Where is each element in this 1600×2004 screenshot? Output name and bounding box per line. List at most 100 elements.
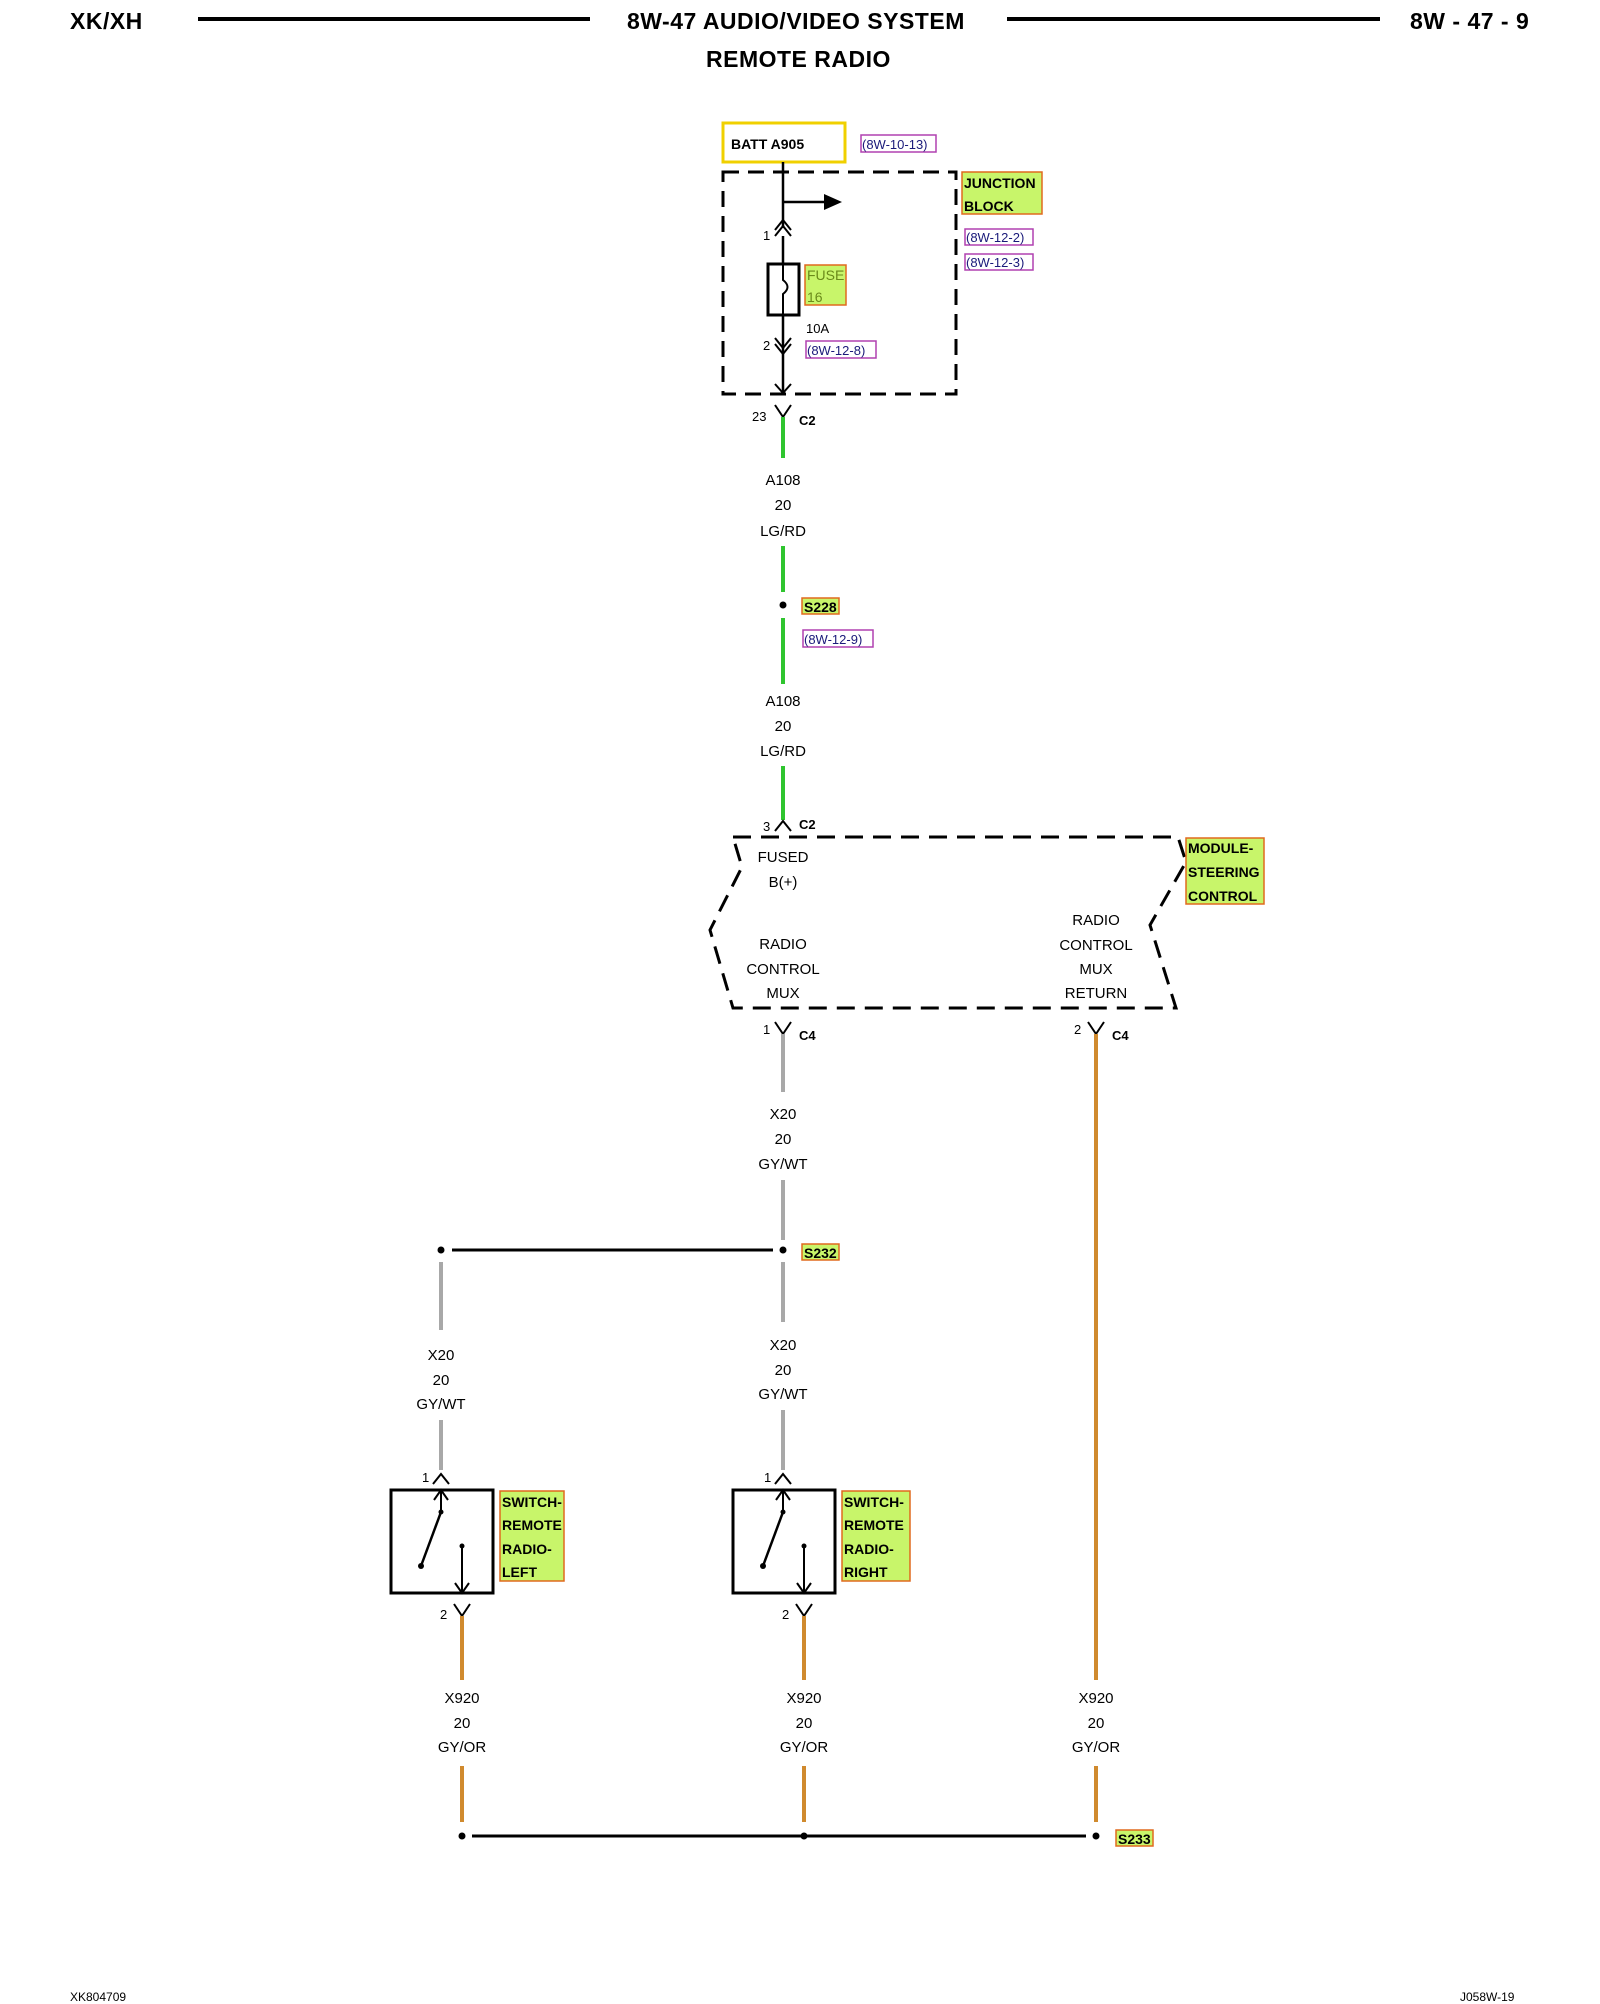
switch-left-label-3: RADIO- [502,1541,552,1557]
splice-s228-dot [779,601,787,609]
a108-upper-color: LG/RD [760,523,806,540]
jb-ref-2-box [964,253,1034,271]
x920-return-gauge: 20 [1088,1715,1105,1732]
fuse-pin2-chevron [774,337,792,350]
x920-return-circuit: X920 [1078,1690,1113,1707]
switch-right-blade [761,1511,785,1567]
x920-left-circuit: X920 [444,1690,479,1707]
switch-left-out-arrow [454,1582,470,1595]
x20-right-gauge: 20 [775,1362,792,1379]
mux-return-label-4: RETURN [1065,985,1128,1002]
switch-left-in-arrow [433,1488,449,1501]
mux-label-2: CONTROL [746,961,819,978]
switch-left-contact [438,1509,444,1515]
switch-right-pin-in: 1 [764,1470,771,1485]
fused-b-label-1: FUSED [758,849,809,866]
junction-block-label-bg [961,171,1043,215]
fuse-pin1-chevron-2 [774,218,792,231]
x20-right-circuit: X20 [770,1337,797,1354]
mux-label-3: MUX [766,985,799,1002]
page-title: 8W-47 AUDIO/VIDEO SYSTEM [627,8,965,34]
mux-return-label-2: CONTROL [1059,937,1132,954]
x920-right-color: GY/OR [780,1739,829,1756]
a108-lower-circuit: A108 [765,693,800,710]
fuse-label-bg [804,264,847,306]
mux-return-label-1: RADIO [1072,912,1120,929]
x20-left-circuit: X20 [428,1347,455,1364]
fused-b-label-2: B(+) [769,874,798,891]
fuse-pin-top: 1 [763,228,770,243]
jb-arrow-head [824,194,842,210]
a108-upper-gauge: 20 [775,497,792,514]
fuse-label-2: 16 [807,289,823,305]
splice-s233-mid-dot [800,1832,808,1840]
splice-s233-bg [1115,1829,1154,1847]
switch-left-label-1: SWITCH- [502,1494,562,1510]
switch-left-label-bg [499,1490,565,1582]
jb-ref-1: (8W-12-2) [966,230,1024,245]
fuse-ref-box [805,340,877,359]
batt-ref-box [860,134,937,153]
module-c2-connector [774,819,792,832]
switch-right-pin2-connector [795,1603,813,1618]
batt-ref: (8W-10-13) [862,137,928,152]
model-code: XK/XH [70,8,143,34]
splice-s233-left-dot [458,1832,466,1840]
header-rule-left [198,17,590,21]
switch-right-pin-out: 2 [782,1607,789,1622]
module-out-conn-2: C4 [1112,1028,1129,1043]
splice-s232-dot [779,1246,787,1254]
splice-s232-bg [801,1243,840,1261]
module-c4-pin2-connector [1087,1021,1105,1036]
switch-right-out-arrow [796,1582,812,1595]
switch-left-label-4: LEFT [502,1564,537,1580]
switch-left-blade [419,1511,443,1567]
splice-s232-left-dot [437,1246,445,1254]
fuse-pin2-chevron-2 [774,343,792,356]
module-label-2: STEERING [1188,864,1260,880]
x920-return-color: GY/OR [1072,1739,1121,1756]
jb-ref-1-box [964,228,1034,246]
mux-label-1: RADIO [759,936,807,953]
switch-right-pin1-connector [774,1472,792,1485]
splice-s228-bg [801,597,840,615]
switch-right-label-3: RADIO- [844,1541,894,1557]
fuse-pin-bottom: 2 [763,338,770,353]
footer-left-code: XK804709 [70,1990,127,2004]
module-out-pin-1: 1 [763,1022,770,1037]
switch-right-label-2: REMOTE [844,1517,904,1533]
module-in-pin: 3 [763,819,770,834]
module-outline [708,835,1188,1010]
splice-s228-ref-box [802,629,874,648]
footer-right-code: J058W-19 [1460,1990,1515,2004]
header-rule-right [1007,17,1380,21]
junction-block-label-2: BLOCK [964,198,1014,214]
splice-s233-label: S233 [1118,1831,1151,1847]
switch-left-pin2-connector [453,1603,471,1618]
module-label-3: CONTROL [1188,888,1258,904]
switch-right-pivot [760,1563,766,1569]
x20-right-color: GY/WT [758,1386,807,1403]
mux-return-label-3: MUX [1079,961,1112,978]
page-number: 8W - 47 - 9 [1410,8,1530,34]
module-label-bg [1185,837,1265,905]
x920-left-color: GY/OR [438,1739,487,1756]
splice-s232-label: S232 [804,1245,837,1261]
switch-left-label-2: REMOTE [502,1517,562,1533]
switch-right-label-4: RIGHT [844,1564,888,1580]
module-in-conn: C2 [799,817,816,832]
a108-upper-circuit: A108 [765,472,800,489]
splice-s233-dot [1092,1832,1100,1840]
module-label-1: MODULE- [1188,840,1254,856]
x20-left-gauge: 20 [433,1372,450,1389]
switch-left-pin-in: 1 [422,1470,429,1485]
junction-block-label-1: JUNCTION [964,175,1036,191]
x20-main-circuit: X20 [770,1106,797,1123]
batt-label: BATT A905 [731,136,804,152]
module-c4-pin1-connector [774,1021,792,1036]
jb-ref-2: (8W-12-3) [966,255,1024,270]
fuse-label-1: FUSE [807,267,844,283]
switch-right-contact [780,1509,786,1515]
x20-left-color: GY/WT [416,1396,465,1413]
